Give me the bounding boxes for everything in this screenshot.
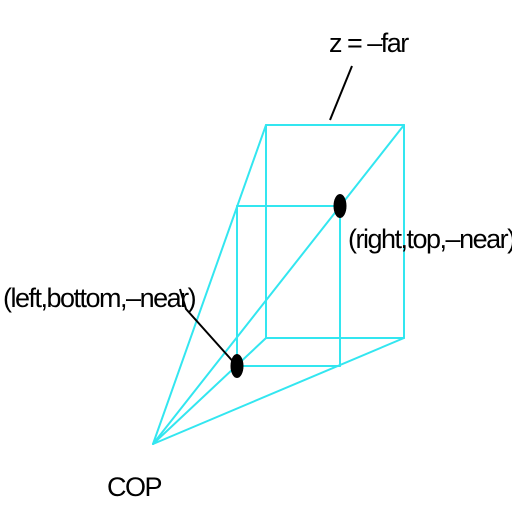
ray-bottom-right <box>152 337 405 445</box>
ray-top-left <box>152 124 267 445</box>
bottom-left-leader <box>179 288 238 367</box>
view-frustum <box>152 124 405 445</box>
far-plane-label: z = –far <box>329 28 409 58</box>
cop-label: COP <box>107 472 162 502</box>
top-right-near-label: (right,top,–near) <box>348 224 512 254</box>
top-right-near-point <box>333 194 347 218</box>
ray-top-right <box>152 124 405 445</box>
ray-bottom-left <box>152 337 267 445</box>
far-plane-leader <box>329 65 353 121</box>
bottom-left-near-label: (left,bottom,–near) <box>3 283 196 313</box>
